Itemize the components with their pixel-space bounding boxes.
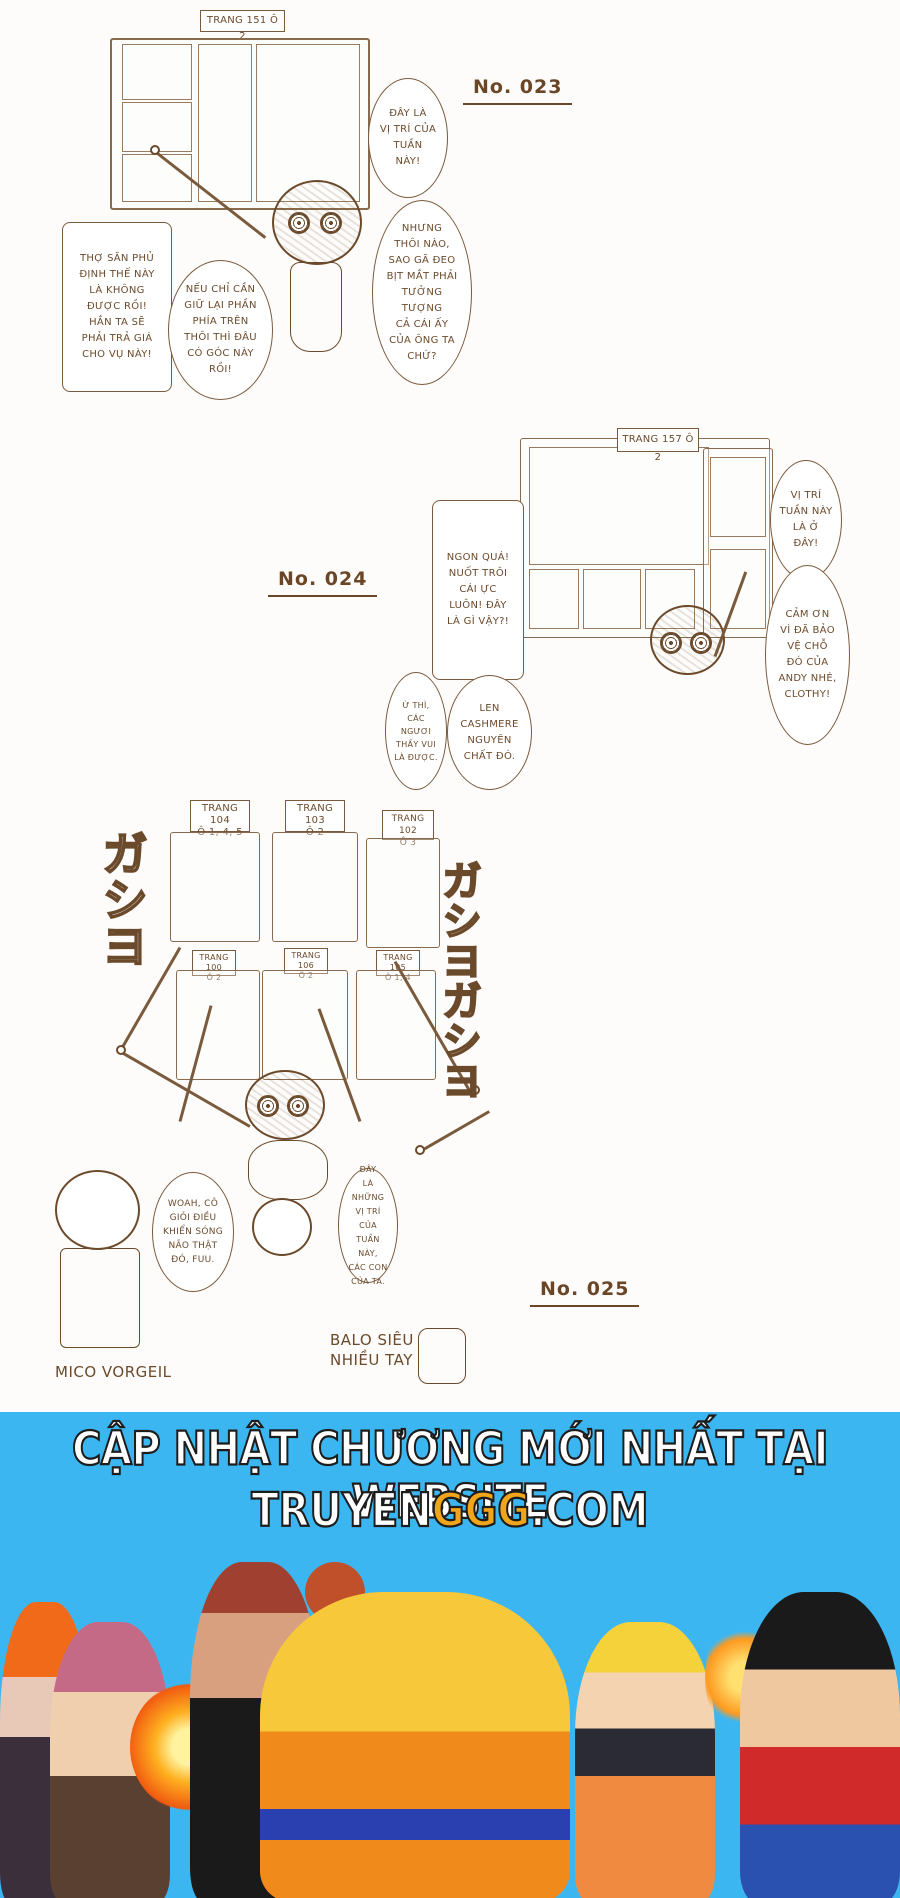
site-prefix: TRUYEN <box>250 1483 432 1538</box>
sketch-page-frame <box>272 832 358 942</box>
sketch-panel <box>122 154 192 202</box>
section-number: No. 024 <box>267 568 378 597</box>
page-label: TRANG 157 Ô 2 <box>617 428 699 463</box>
pointer-joint <box>150 145 160 155</box>
speech-bubble: WOAH, CÔ GIỎI ĐIỀU KHIỂN SÓNG NÃO THẬT Đ… <box>152 1172 234 1292</box>
section-023: TRANG 151 Ô 2 No. 023 ĐÂY LÀ VỊ TRÍ CỦA … <box>0 0 900 410</box>
spiral-eye <box>288 212 310 234</box>
character-body <box>290 262 342 352</box>
sketch-page-frame <box>520 438 770 638</box>
character-body <box>248 1140 328 1200</box>
sketch-page-frame <box>366 838 440 948</box>
section-number: No. 023 <box>462 76 573 105</box>
page-label: TRANG 104 Ô 1, 4, 5 <box>190 800 250 838</box>
speech-bubble: Ừ THÌ, CÁC NGƯƠI THẤY VUI LÀ ĐƯỢC. <box>385 672 447 790</box>
site-suffix: .COM <box>529 1483 649 1538</box>
mechanical-arm <box>419 1110 491 1153</box>
sketch-page-frame <box>176 970 260 1080</box>
backpack-caption: BALO SIÊU NHIỀU TAY <box>330 1331 414 1369</box>
section-025: TRANG 104 Ô 1, 4, 5 TRANG 103 Ô 2 TRANG … <box>0 790 900 1410</box>
sketch-page-frame <box>170 832 260 942</box>
sketch-page-frame <box>703 448 773 638</box>
sketch-panel <box>198 44 252 202</box>
section-number: No. 025 <box>529 1278 640 1307</box>
promo-banner: CẬP NHẬT CHƯƠNG MỚI NHẤT TẠI WEBSITE TRU… <box>0 1412 900 1898</box>
character-head <box>272 180 362 265</box>
speech-bubble: NẾU CHỈ CẦN GIỮ LẠI PHẦN PHÍA TRÊN THÔI … <box>168 260 273 400</box>
speech-bubble: CẢM ƠN VÌ ĐÃ BẢO VỆ CHỖ ĐÓ CỦA ANDY NHÉ,… <box>765 565 850 745</box>
arm-joint <box>116 1045 126 1055</box>
page-label: TRANG 100 Ô 2 <box>192 950 236 982</box>
sketch-panel <box>122 44 192 100</box>
spiral-eye <box>660 632 682 654</box>
sketch-panel <box>529 569 579 629</box>
speech-bubble: VỊ TRÍ TUẦN NÀY LÀ Ở ĐÂY! <box>770 460 842 580</box>
speech-bubble: ĐÂY LÀ NHỮNG VỊ TRÍ CỦA TUẦN NÀY, CÁC CO… <box>338 1165 398 1286</box>
sketch-panel <box>256 44 360 202</box>
page-label: TRANG 102 Ô 3 <box>382 810 434 848</box>
sfx-text: ガシヨガシヨ <box>434 859 482 1101</box>
sketch-panel <box>710 457 766 537</box>
mico-body <box>60 1248 140 1348</box>
sketch-page-frame <box>356 970 436 1080</box>
sketch-panel <box>583 569 641 629</box>
sketch-page-frame <box>110 38 370 210</box>
sfx-text: ガシヨ <box>94 829 150 969</box>
section-024: No. 024 TRANG 157 Ô 2 NGON QUÁ! NUỐT TRÔ… <box>0 410 900 790</box>
arm-joint <box>415 1145 425 1155</box>
speech-bubble: NHƯNG THÔI NÀO, SAO GÃ ĐEO BỊT MẮT PHẢI … <box>372 200 472 385</box>
naruto-figure <box>575 1622 715 1898</box>
arm-joint <box>470 1085 480 1095</box>
anime-characters-art <box>0 1562 900 1898</box>
backpack-face <box>252 1198 312 1256</box>
character-head <box>650 605 725 675</box>
narration-box: NGON QUÁ! NUỐT TRÔI CÁI ỰC LUÔN! ĐÂY LÀ … <box>432 500 524 680</box>
narration-box: THỢ SĂN PHỦ ĐỊNH THẾ NÀY LÀ KHÔNG ĐƯỢC R… <box>62 222 172 392</box>
sketch-panel <box>529 447 709 565</box>
banner-site-link[interactable]: TRUYENGGG.COM <box>0 1483 900 1538</box>
spiral-eye <box>257 1095 279 1117</box>
site-accent: GGG <box>431 1483 531 1538</box>
spiral-eye <box>690 632 712 654</box>
page-label: TRANG 151 Ô 2 <box>200 10 285 42</box>
luffy-figure <box>740 1592 900 1898</box>
speech-bubble: LEN CASHMERE NGUYÊN CHẤT ĐÓ. <box>447 675 532 790</box>
mico-head <box>55 1170 140 1250</box>
spiral-eye <box>287 1095 309 1117</box>
page-label: TRANG 106 Ô 2 <box>284 948 328 980</box>
sketch-panel <box>710 549 766 629</box>
goku-figure <box>260 1592 570 1898</box>
character-caption: MICO VORGEIL <box>55 1363 172 1381</box>
sketch-page-frame <box>262 970 348 1080</box>
banner-headline: CẬP NHẬT CHƯƠNG MỚI NHẤT TẠI WEBSITE <box>71 1422 829 1530</box>
spiral-eye <box>320 212 342 234</box>
backpack-icon <box>418 1328 466 1384</box>
page-label: TRANG 103 Ô 2 <box>285 800 345 838</box>
speech-bubble: ĐÂY LÀ VỊ TRÍ CỦA TUẦN NÀY! <box>368 78 448 198</box>
